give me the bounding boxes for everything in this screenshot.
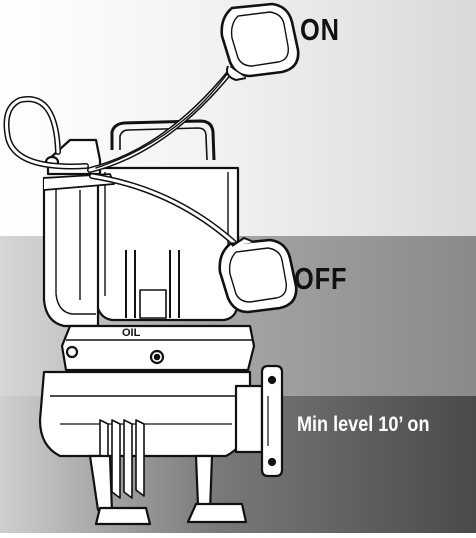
base-right — [186, 502, 248, 524]
on-level-label: ON — [300, 12, 340, 47]
cable-bracket — [42, 176, 100, 328]
discharge-flange — [260, 364, 284, 478]
base-left — [94, 506, 152, 526]
discharge-pipe — [234, 384, 264, 454]
float-cables — [3, 59, 247, 255]
oil-chamber — [60, 324, 256, 372]
motor-housing — [94, 166, 240, 322]
float-switch-on — [220, 2, 300, 82]
float-switch-off — [218, 236, 298, 314]
pump-handle — [110, 119, 216, 161]
oil-label: OIL — [122, 327, 141, 339]
off-level-label: OFF — [294, 261, 348, 296]
volute-casing — [38, 370, 252, 458]
min-level-label: Min level 10’ on — [297, 413, 430, 436]
pump-drawing — [38, 119, 284, 526]
